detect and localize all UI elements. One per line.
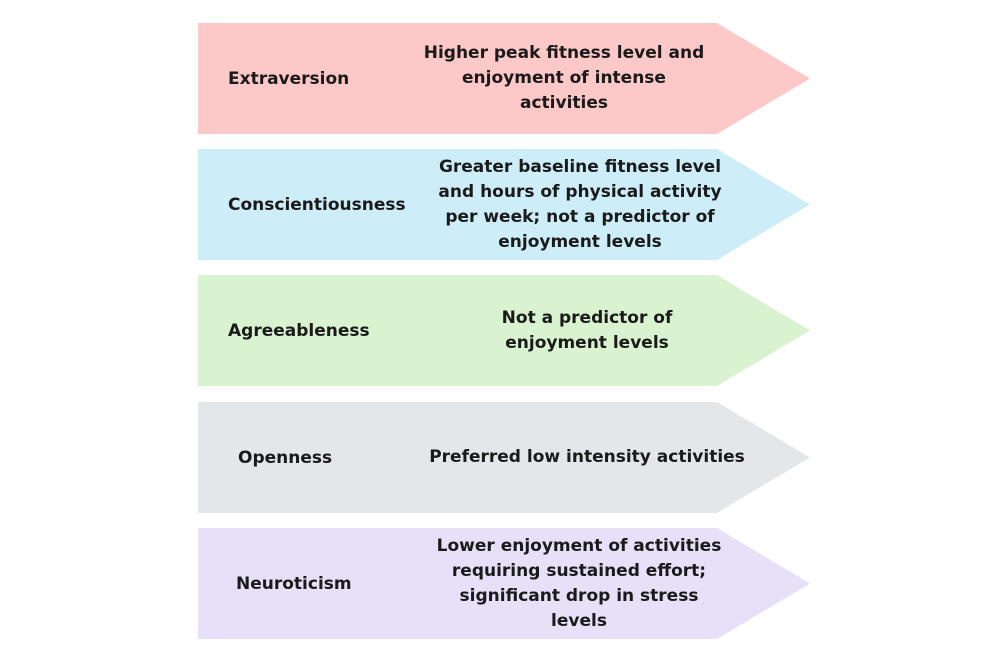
trait-label-extraversion: Extraversion [228,68,350,89]
arrow-shape-agreeableness [198,275,810,386]
arrow-fill-openness [198,402,810,513]
arrow-fill-conscientiousness [198,149,810,260]
trait-description-openness: Preferred low intensity activities [423,402,751,513]
arrow-shape-conscientiousness [198,149,810,260]
trait-description-conscientiousness: Greater baseline fitness level and hours… [436,149,724,260]
arrow-row-agreeableness: Agreeableness Not a predictor of enjoyme… [198,275,810,386]
arrow-row-neuroticism: Neuroticism Lower enjoyment of activitie… [198,528,810,639]
trait-description-neuroticism: Lower enjoyment of activities requiring … [430,528,728,639]
description-text: Preferred low intensity activities [429,447,745,467]
arrow-shape-neuroticism [198,528,810,639]
arrow-fill-extraversion [198,23,810,134]
arrow-fill-neuroticism [198,528,810,639]
arrow-row-conscientiousness: Conscientiousness Greater baseline fitne… [198,149,810,260]
trait-label-neuroticism: Neuroticism [236,573,352,594]
arrow-row-openness: Openness Preferred low intensity activit… [198,402,810,513]
trait-label-agreeableness: Agreeableness [228,320,370,341]
arrow-shape-extraversion [198,23,810,134]
trait-label-openness: Openness [238,447,333,468]
arrow-shape-openness [198,402,810,513]
trait-description-extraversion: Higher peak fitness level and enjoyment … [416,23,712,134]
arrow-fill-agreeableness [198,275,810,386]
description-text: Not a predictor of enjoyment levels [501,307,673,353]
description-text: Greater baseline fitness level and hours… [438,156,722,252]
trait-label-conscientiousness: Conscientiousness [228,194,406,215]
trait-description-agreeableness: Not a predictor of enjoyment levels [488,275,686,386]
description-text: Higher peak fitness level and enjoyment … [423,43,705,113]
arrow-row-extraversion: Extraversion Higher peak fitness level a… [198,23,810,134]
description-text: Lower enjoyment of activities requiring … [436,535,722,631]
